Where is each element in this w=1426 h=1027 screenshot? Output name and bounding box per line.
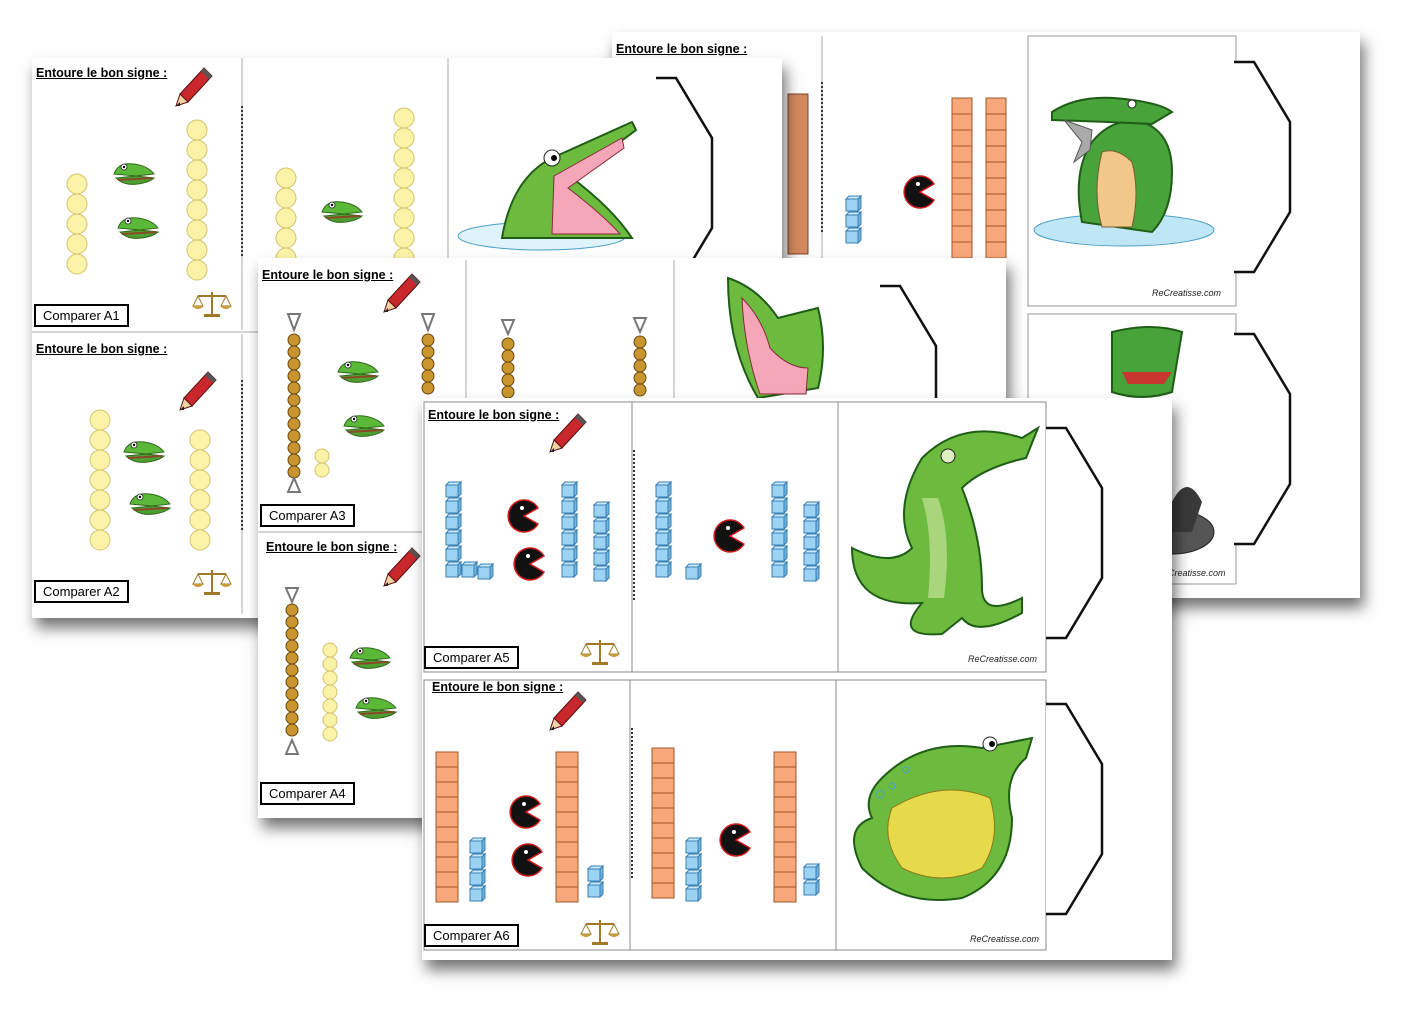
pacman-mouth-icon bbox=[509, 795, 541, 829]
credit-text: ReCreatisse.com bbox=[1152, 288, 1222, 298]
bead-column-left bbox=[66, 173, 88, 275]
blue-cube-stack bbox=[445, 481, 494, 580]
gold-bead-chain bbox=[284, 587, 300, 755]
tab-flap-icon bbox=[654, 76, 714, 290]
card-label: Comparer A3 bbox=[260, 504, 355, 527]
tab-flap-icon bbox=[1044, 426, 1104, 640]
pacman-mouth-icon bbox=[903, 175, 935, 209]
pacman-mouth-icon bbox=[719, 823, 751, 857]
orange-ten-bar bbox=[651, 747, 675, 899]
pencil-icon bbox=[549, 691, 587, 731]
tab-flap-icon bbox=[1232, 60, 1292, 274]
tab-flap-icon bbox=[1232, 332, 1292, 546]
crocodile-roaring-illustration-icon bbox=[726, 276, 824, 400]
sheet-header: Entoure le bon signe : bbox=[428, 408, 560, 422]
pencil-icon bbox=[179, 371, 217, 411]
crocodile-mouth-icon bbox=[343, 414, 385, 438]
bead-column-right bbox=[189, 429, 211, 551]
sheet-header: Entoure le bon signe : bbox=[616, 42, 748, 56]
balance-scale-icon bbox=[579, 639, 621, 666]
bead-column bbox=[322, 642, 338, 742]
sheet-a5-a6: Entoure le bon signe : Comparer A5 ReCre… bbox=[422, 398, 1172, 960]
crocodile-standing-illustration-icon bbox=[850, 425, 1041, 636]
gold-bead-chain bbox=[420, 313, 436, 395]
sheet-header: Entoure le bon signe : bbox=[36, 342, 168, 356]
blue-cube-stack bbox=[469, 837, 486, 902]
crocodile-mouth-icon bbox=[321, 200, 363, 224]
balance-scale-icon bbox=[191, 291, 233, 318]
crocodile-mouth-icon bbox=[117, 216, 159, 240]
crocodile-mouth-icon bbox=[355, 696, 397, 720]
gold-bead-chain bbox=[632, 317, 648, 397]
balance-scale-icon bbox=[579, 919, 621, 946]
crocodile-mouth-icon bbox=[337, 360, 379, 384]
pacman-mouth-icon bbox=[713, 519, 745, 553]
blue-cube-stack bbox=[803, 863, 820, 896]
card-label: Comparer A1 bbox=[34, 304, 129, 327]
crocodile-mouth-icon bbox=[349, 646, 391, 670]
credit-text: ReCreatisse.com bbox=[968, 654, 1038, 664]
card-label: Comparer A5 bbox=[424, 646, 519, 669]
blue-cube-stack bbox=[561, 481, 610, 582]
sheet-back-right-art bbox=[787, 35, 1292, 585]
sheet-a3-a4-art bbox=[258, 260, 938, 814]
tall-brown-bar bbox=[787, 93, 809, 255]
sheet-a1-a2-art bbox=[32, 58, 714, 614]
bead-column-left bbox=[89, 409, 111, 551]
card-label: Comparer A6 bbox=[424, 924, 519, 947]
sheet-header: Entoure le bon signe : bbox=[262, 268, 394, 282]
crocodile-mouth-icon bbox=[113, 162, 155, 186]
gold-bead-chain bbox=[286, 313, 302, 493]
sheet-a5-a6-art bbox=[423, 401, 1104, 951]
crocodile-mouth-icon bbox=[123, 440, 165, 464]
crocodile-eating-fish-illustration-icon bbox=[1033, 96, 1215, 247]
gold-bead-chain bbox=[500, 319, 516, 399]
tab-flap-icon bbox=[1044, 702, 1104, 916]
card-label: Comparer A4 bbox=[260, 782, 355, 805]
sheet-header: Entoure le bon signe : bbox=[266, 540, 398, 554]
orange-ten-bar bbox=[555, 751, 579, 903]
pacman-mouth-icon bbox=[507, 499, 539, 533]
bead-column-right bbox=[186, 119, 208, 281]
bead-column-right bbox=[393, 107, 415, 269]
sheet-header: Entoure le bon signe : bbox=[432, 680, 564, 694]
card-label: Comparer A2 bbox=[34, 580, 129, 603]
pacman-mouth-icon bbox=[511, 843, 543, 877]
orange-ten-bar-1 bbox=[951, 97, 973, 259]
crocodile-open-mouth-illustration-icon bbox=[457, 120, 638, 251]
crocodile-lying-illustration-icon bbox=[853, 736, 1034, 901]
orange-ten-bar-2 bbox=[985, 97, 1007, 259]
sheet-header: Entoure le bon signe : bbox=[36, 66, 168, 80]
blue-cube-stack bbox=[587, 865, 604, 898]
pencil-icon bbox=[175, 67, 213, 107]
balance-scale-icon bbox=[191, 569, 233, 596]
bead-column-left bbox=[275, 167, 297, 269]
blue-cube-stack bbox=[685, 837, 702, 902]
orange-ten-bar bbox=[435, 751, 459, 903]
orange-ten-bar bbox=[773, 751, 797, 903]
pacman-mouth-icon bbox=[513, 547, 545, 581]
credit-text: ReCreatisse.com bbox=[970, 934, 1040, 944]
crocodile-mouth-icon bbox=[129, 492, 171, 516]
credit-text: Creatisse.com bbox=[1168, 568, 1226, 578]
